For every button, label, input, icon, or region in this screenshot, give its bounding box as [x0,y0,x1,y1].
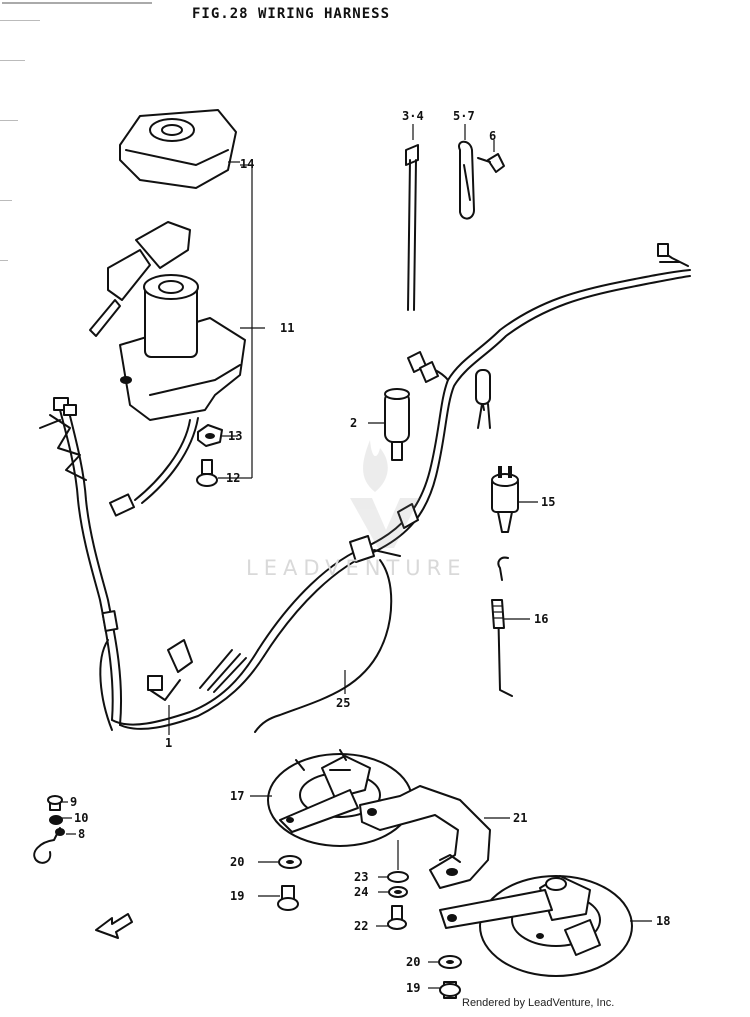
render-credit: Rendered by LeadVenture, Inc. [462,997,615,1009]
callout-20: 20 [230,855,245,869]
part-20-washer [258,855,302,869]
callout-18: 18 [656,914,671,928]
part-19-bolt [258,885,299,911]
part-9-screw [47,795,68,811]
callout-8: 8 [78,827,86,841]
part-25-cord [254,559,393,733]
callout-bracket-11 [238,164,253,479]
part-10-washer [49,815,72,825]
callout-24: 24 [354,885,369,899]
callout-13: 13 [228,429,243,443]
part-8-hook [33,827,76,864]
part-16-spring [491,556,530,697]
part-14-ignition-cover [119,109,240,189]
figure-title: FIG.28 WIRING HARNESS [192,6,391,22]
part-18-horn [439,875,652,977]
part-2-relay [368,388,410,461]
watermark-text: LEADVENTURE [246,556,467,580]
callout-2: 2 [350,416,358,430]
part-6-screw [477,140,505,173]
callout-23: 23 [354,870,369,884]
callout-17: 17 [230,789,245,803]
scan-noise [0,2,152,261]
part-23-washer [378,871,409,883]
callout-10: 10 [74,811,89,825]
front-arrow-icon [95,913,133,939]
callout-1: 1 [165,736,173,750]
part-12-bolt [196,459,238,487]
part-5-7-clamp [458,124,475,220]
callout-19-lower: 19 [406,981,421,995]
part-21-bracket [359,785,510,889]
callout-20-lower: 20 [406,955,421,969]
part-19-bolt-lower [428,981,461,999]
callout-15: 15 [541,495,556,509]
part-15-switch [491,466,538,533]
callout-21: 21 [513,811,528,825]
part-11-ignition-switch [89,221,265,517]
part-20-washer-lower [428,955,462,969]
callout-3-4: 3·4 [402,109,424,123]
callout-9: 9 [70,795,78,809]
part-24-lock-washer [378,886,408,898]
watermark-logo [350,440,420,548]
callout-14: 14 [240,157,255,171]
callout-25: 25 [336,696,351,710]
callout-6: 6 [489,129,497,143]
callout-19: 19 [230,889,245,903]
callout-5-7: 5·7 [453,109,475,123]
part-1-main-harness [39,243,691,731]
callout-11: 11 [280,321,295,335]
callout-22: 22 [354,919,369,933]
callout-12: 12 [226,471,241,485]
part-22-bolt [376,840,407,930]
part-13-nut [197,424,238,447]
part-3-4-strap [405,124,419,311]
callout-16: 16 [534,612,549,626]
